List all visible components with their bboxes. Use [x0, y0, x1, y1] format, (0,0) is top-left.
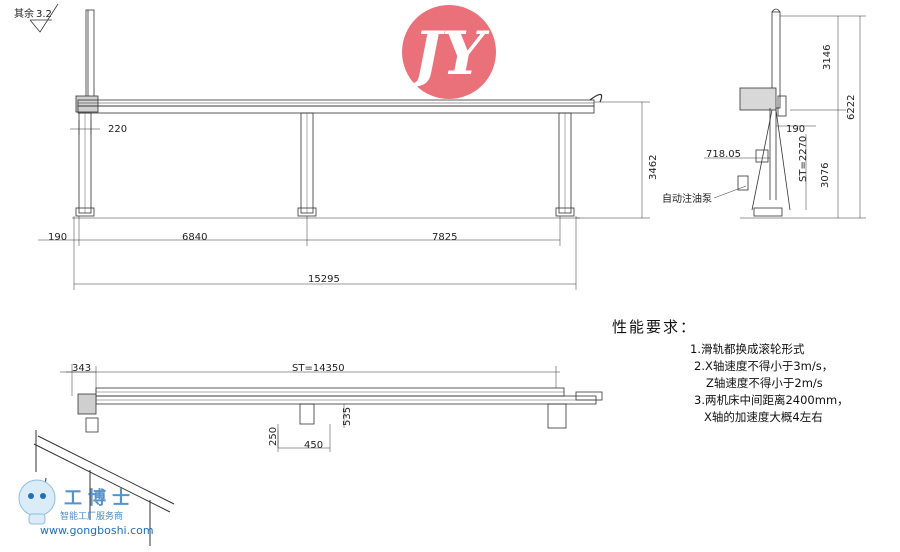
dim-535: 535 [342, 407, 353, 426]
side-view [737, 8, 791, 219]
dim-450: 450 [304, 440, 323, 451]
dim-3076: 3076 [820, 163, 831, 188]
dim-220: 220 [108, 124, 127, 135]
requirement-line-5: X轴的加速度大概4左右 [704, 410, 823, 424]
top-view [60, 366, 603, 433]
requirements-title: 性能要求： [612, 318, 698, 336]
dim-st14350: ST=14350 [292, 363, 345, 374]
requirements-block: 性能要求： 1.滑轨都换成滚轮形式 2.X轴速度不得小于3m/s， Z轴速度不得… [612, 316, 892, 426]
top-dimensions [66, 364, 345, 452]
requirement-line-3: Z轴速度不得小于2m/s [706, 376, 823, 390]
dim-190-side: 190 [786, 124, 805, 135]
watermark-subtitle: 智能工厂服务商 [60, 512, 124, 522]
side-dimensions [704, 15, 866, 219]
dim-6840: 6840 [182, 232, 207, 243]
roughness-label: 其余 [14, 7, 34, 20]
logo-text: JY [403, 19, 489, 89]
dim-3462: 3462 [648, 155, 659, 180]
dim-718-05: 718.05 [706, 149, 741, 160]
dim-190-left: 190 [48, 232, 67, 243]
requirement-line-4: 3.两机床中间距离2400mm， [694, 393, 849, 407]
robot-mascot-icon [18, 479, 56, 525]
dim-7825: 7825 [432, 232, 457, 243]
dim-343: 343 [72, 363, 91, 374]
dim-250: 250 [268, 427, 279, 446]
jy-logo: JY [402, 5, 496, 99]
roughness-symbol: 其余 3.2 [14, 3, 59, 33]
roughness-value: 3.2 [36, 9, 52, 20]
pump-label: 自动注油泵 [662, 192, 712, 205]
watermark-name: 工博士 [64, 488, 136, 509]
dim-6222: 6222 [846, 95, 857, 120]
front-dimensions [38, 101, 650, 290]
dim-st2270: ST=2270 [798, 136, 809, 182]
front-view [72, 9, 603, 219]
requirement-line-2: 2.X轴速度不得小于3m/s， [694, 359, 834, 373]
dim-15295: 15295 [308, 274, 340, 285]
requirement-line-1: 1.滑轨都换成滚轮形式 [690, 342, 805, 356]
dim-3146: 3146 [822, 45, 833, 70]
watermark-url: www.gongboshi.com [40, 524, 154, 537]
